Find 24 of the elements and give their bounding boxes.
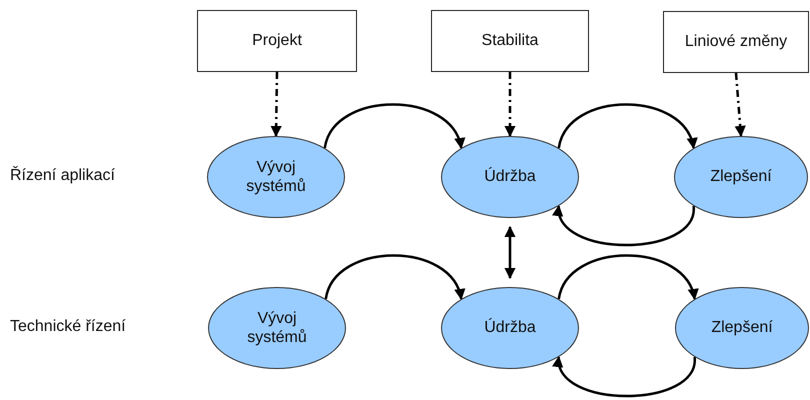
curved-arrow: [558, 254, 697, 300]
source-box: [431, 10, 589, 72]
node-text: Údržba: [484, 167, 536, 187]
curved-arrow: [324, 254, 464, 300]
dash-dot-arrow: [270, 72, 282, 138]
curved-arrow: [324, 103, 464, 150]
curved-arrow: [554, 204, 695, 246]
node-text: Údržba: [484, 318, 536, 338]
row-label: Řízení aplikací: [10, 167, 115, 185]
node-text: Zlepšení: [710, 167, 772, 187]
node-text: Projekt: [252, 32, 302, 50]
node-text: Vývoj systémů: [245, 158, 307, 196]
node-text: Vývoj systémů: [246, 308, 308, 348]
node-text: Zlepšení: [711, 318, 773, 338]
node-text: Stabilita: [482, 32, 538, 50]
dash-dot-arrow: [504, 72, 516, 138]
curved-arrow: [558, 103, 696, 150]
double-arrow: [504, 226, 516, 280]
source-box: [663, 11, 809, 73]
source-box: [197, 10, 357, 72]
dash-dot-arrow: [734, 72, 746, 138]
row-label: Technické řízení: [10, 318, 126, 336]
curved-arrow: [554, 356, 696, 398]
node-text: Liniové změny: [684, 33, 788, 51]
